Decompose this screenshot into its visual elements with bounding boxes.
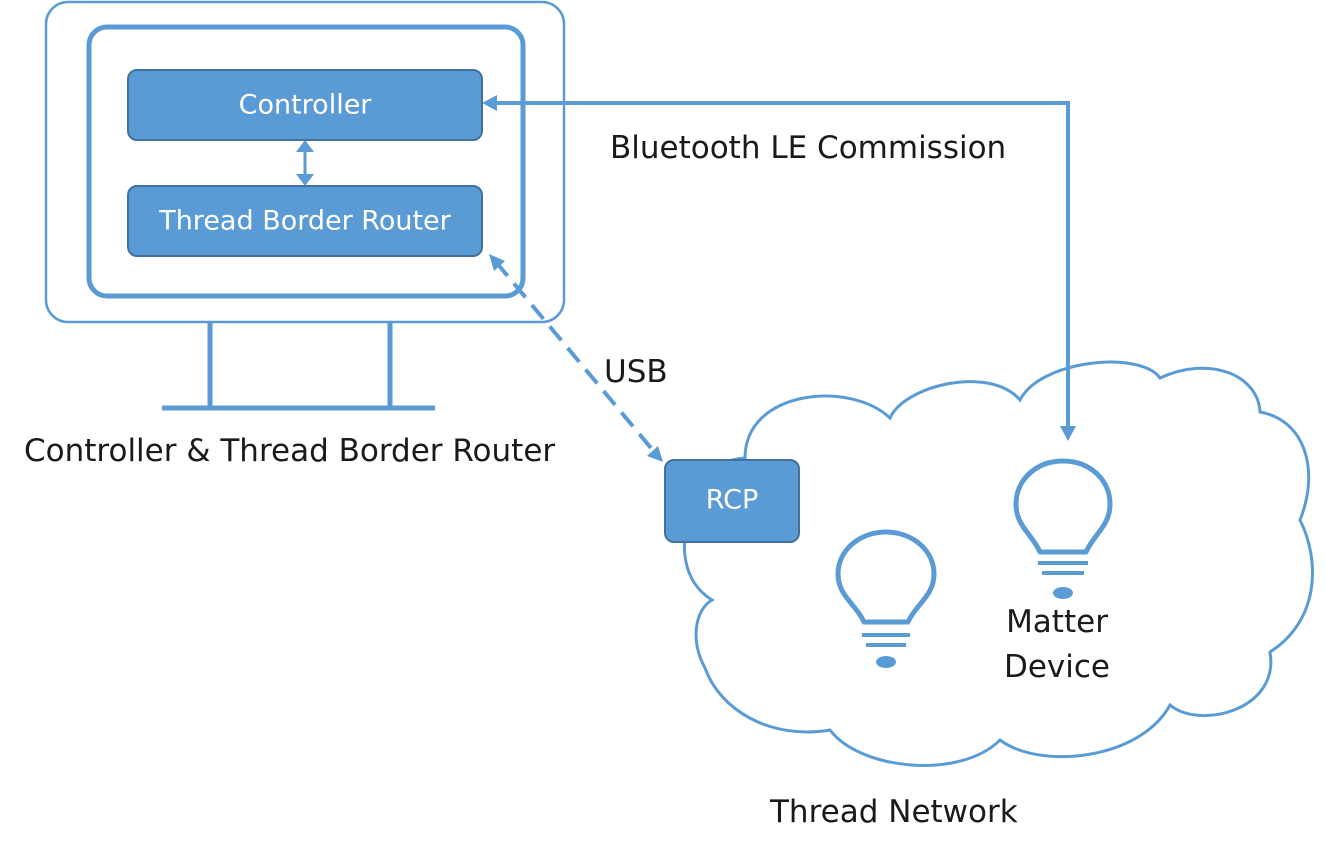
controller-node: Controller bbox=[127, 69, 483, 141]
monitor-screen bbox=[86, 24, 526, 299]
rcp-node: RCP bbox=[664, 459, 800, 543]
bluetooth-connector bbox=[482, 95, 1076, 441]
usb-label: USB bbox=[604, 354, 668, 390]
light-bulb-icon bbox=[835, 529, 937, 668]
bluetooth-label: Bluetooth LE Commission bbox=[610, 130, 1006, 166]
usb-connector bbox=[489, 254, 663, 462]
matter-device-label-line1: Matter bbox=[1006, 604, 1108, 640]
controller-label: Controller bbox=[239, 90, 373, 121]
rcp-label: RCP bbox=[706, 485, 759, 516]
monitor-icon bbox=[44, 0, 566, 411]
host-caption: Controller & Thread Border Router bbox=[24, 433, 555, 469]
cloud-icon bbox=[682, 360, 1314, 767]
monitor-outer-frame bbox=[44, 0, 566, 324]
controller-tbr-connector bbox=[296, 140, 314, 186]
matter-device-label-line2: Device bbox=[1004, 649, 1110, 685]
thread-network-caption: Thread Network bbox=[769, 794, 1018, 830]
light-bulb-icon bbox=[1013, 458, 1113, 599]
thread-border-router-label: Thread Border Router bbox=[158, 206, 451, 237]
thread-border-router-node: Thread Border Router bbox=[127, 185, 483, 257]
